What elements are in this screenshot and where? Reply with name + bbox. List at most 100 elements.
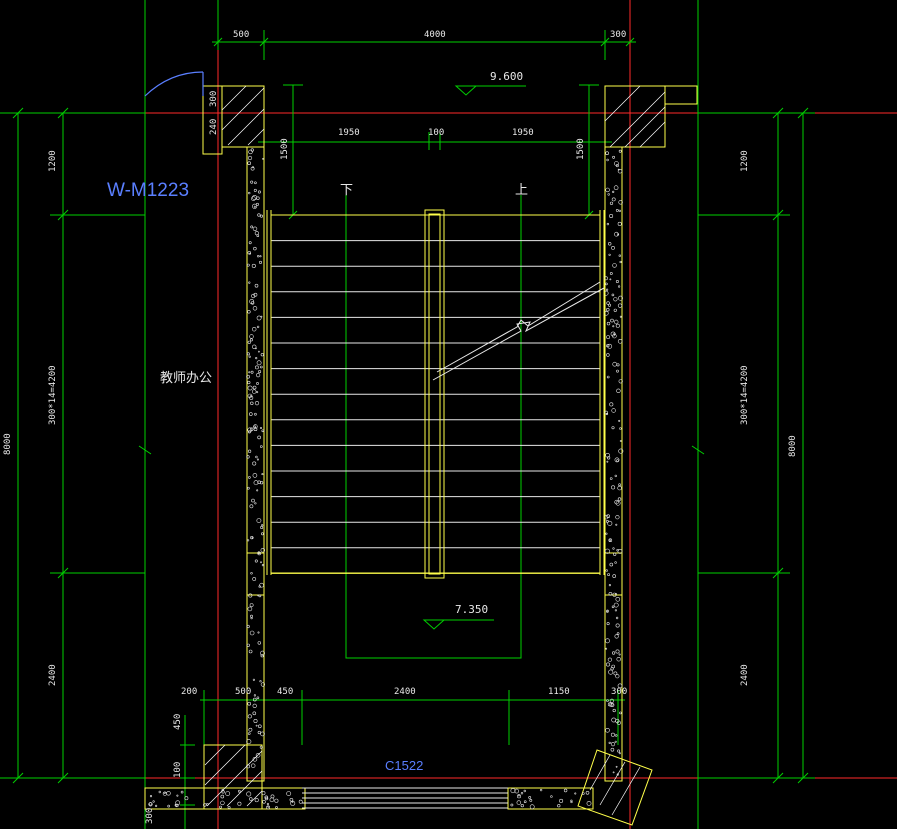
- wall-dot: [606, 622, 610, 626]
- wall-dot: [617, 549, 623, 554]
- wall-dot: [248, 649, 253, 654]
- wall-dot: [249, 630, 255, 636]
- wall-dot: [252, 577, 257, 581]
- wall-dot: [250, 148, 254, 152]
- wall-dot: [269, 797, 275, 803]
- wall-dot: [612, 771, 615, 774]
- wall-dot: [249, 338, 253, 342]
- wall-dot: [264, 795, 269, 800]
- wall-dot: [614, 734, 618, 737]
- wall-dot: [618, 200, 623, 205]
- wall-dot: [250, 535, 254, 540]
- wall-dot: [251, 498, 255, 503]
- right-dim-4: 8000: [788, 435, 798, 457]
- wall-dot: [250, 572, 253, 575]
- wall-dot: [252, 473, 258, 478]
- wall-dot: [258, 594, 262, 598]
- dimension-lines: [0, 0, 815, 829]
- wall-dot: [259, 582, 264, 588]
- wall-dot: [609, 201, 614, 205]
- wall-dot: [167, 804, 170, 808]
- wall-dot: [249, 797, 253, 801]
- wall-dot: [255, 752, 261, 758]
- inner-dim-2: 100: [428, 128, 444, 138]
- wall-dot: [610, 747, 615, 752]
- wall-dot: [249, 412, 253, 416]
- wall-dot: [261, 429, 265, 433]
- wall-dot: [605, 187, 610, 193]
- bottom-dim-2: 500: [235, 687, 251, 697]
- wall-dot: [617, 168, 620, 171]
- wall-dot: [248, 355, 251, 358]
- wall-dot: [616, 720, 621, 725]
- wall-dot: [609, 214, 614, 219]
- wall-dot: [570, 800, 573, 804]
- wall-dot: [247, 251, 252, 255]
- wall-dot: [250, 614, 253, 618]
- wall-dot: [611, 485, 616, 490]
- wall-dot: [606, 344, 610, 348]
- wall-dot: [251, 763, 256, 768]
- wall-dot: [248, 241, 252, 245]
- wall-dot: [247, 427, 253, 433]
- wall-dot: [614, 740, 617, 743]
- wall-dot: [247, 385, 253, 391]
- wall-dot: [617, 338, 623, 344]
- wall-dot: [267, 805, 270, 808]
- wall-dot: [220, 794, 225, 799]
- wall-dot: [260, 682, 266, 687]
- wall-dot: [529, 804, 535, 810]
- wall-fill-dots: [148, 148, 624, 810]
- wall-dot: [260, 353, 264, 357]
- wall-dot: [266, 802, 270, 806]
- wall-dot: [612, 155, 616, 159]
- wall-dot: [618, 448, 624, 454]
- wall-dot: [614, 457, 620, 463]
- wall-dot: [257, 435, 261, 440]
- wall-dot: [249, 334, 254, 339]
- wall-dot: [247, 155, 253, 161]
- wall-dot: [253, 697, 257, 702]
- wall-dot: [246, 352, 250, 356]
- wall-dot: [612, 547, 615, 550]
- wall-dot: [605, 727, 610, 733]
- wall-dot: [253, 480, 259, 486]
- wall-dot: [605, 151, 609, 155]
- wall-dot: [614, 561, 617, 564]
- small-dim-2: 240: [209, 119, 219, 135]
- wall-dot: [270, 794, 275, 799]
- top-dim-2: 4000: [424, 30, 446, 40]
- wall-dot: [609, 402, 614, 407]
- wall-dot: [203, 803, 207, 807]
- wall-dot: [610, 331, 616, 337]
- wall-dot: [262, 157, 264, 160]
- wall-dot: [252, 711, 257, 716]
- wall-dot: [256, 360, 262, 366]
- wall-dot: [257, 480, 261, 484]
- top-dim-1: 500: [233, 30, 249, 40]
- wall-dot: [611, 664, 616, 669]
- level-top-label: 9.600: [490, 70, 523, 83]
- wall-dot: [618, 254, 621, 257]
- small-dim-3: 1500: [280, 138, 290, 160]
- wall-dot: [563, 788, 568, 793]
- column-hatching: [204, 85, 666, 816]
- wall-dot: [608, 538, 613, 543]
- wall-dot: [254, 231, 259, 236]
- wall-dot: [614, 634, 619, 639]
- wall-dot: [617, 285, 621, 288]
- wall-dot: [615, 323, 620, 328]
- wall-dot: [247, 606, 253, 612]
- wall-dot: [610, 732, 615, 737]
- small-dim-4: 1500: [576, 138, 586, 160]
- wall-dot: [557, 804, 561, 808]
- wall-dot: [248, 371, 251, 374]
- wall-dot: [237, 801, 242, 806]
- wall-dot: [617, 749, 621, 753]
- wall-dot: [206, 802, 209, 806]
- wall-dot: [255, 455, 258, 459]
- wall-dot: [585, 790, 590, 795]
- small-dim-5: 450: [173, 714, 183, 730]
- wall-dot: [152, 800, 155, 803]
